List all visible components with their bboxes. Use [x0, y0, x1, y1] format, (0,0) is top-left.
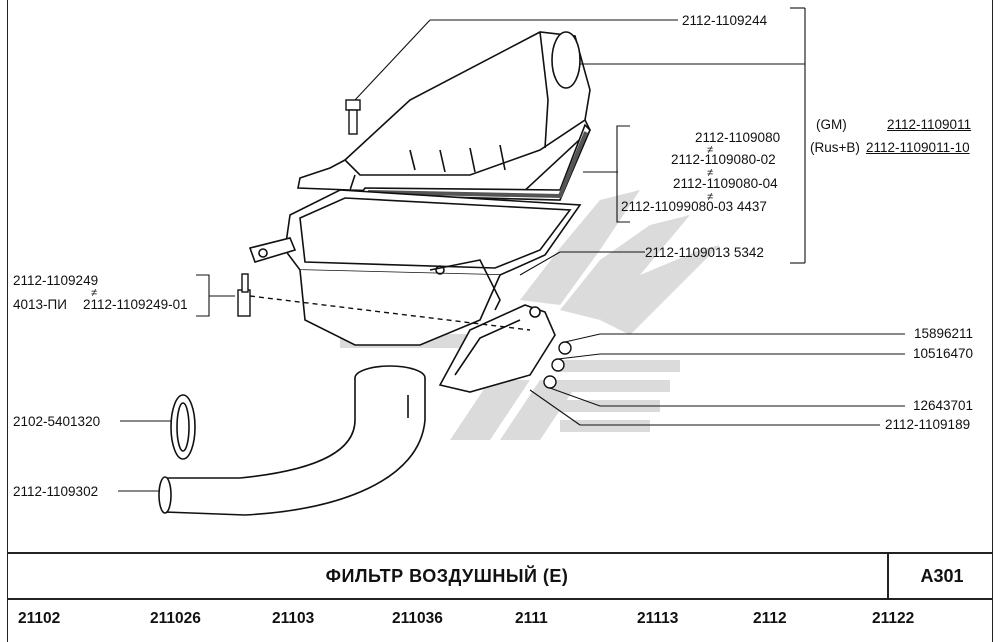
label-bolt-1: 2112-1109249 — [13, 273, 99, 288]
label-filter-2: 2112-1109080-02 — [671, 152, 776, 167]
model-number: 211036 — [392, 610, 443, 627]
not-equal-icon: ≠ — [707, 167, 714, 179]
label-12643701: 12643701 — [913, 398, 974, 413]
label-filter-4: 2112-11099080-03 4437 — [621, 199, 767, 214]
title-bar: ФИЛЬТР ВОЗДУШНЫЙ (Е) A301 — [7, 552, 993, 600]
filter-cover — [297, 31, 591, 196]
label-clamp: 2102-5401320 — [13, 414, 101, 429]
label-15896211: 15896211 — [914, 326, 974, 341]
model-number: 2112 — [753, 610, 787, 627]
model-number: 21122 — [872, 610, 915, 627]
model-number: 21113 — [637, 610, 679, 627]
model-number: 2111 — [515, 610, 548, 627]
label-bolt-2: 2112-1109249-01 — [83, 297, 188, 312]
model-number: 211026 — [150, 610, 201, 627]
label-filter-1: 2112-1109080 — [695, 130, 781, 145]
label-hose: 2112-1109302 — [13, 484, 99, 499]
model-number: 21102 — [18, 610, 61, 627]
not-equal-icon: ≠ — [707, 191, 714, 203]
label-2112-1109244: 2112-1109244 — [682, 13, 768, 28]
clamp-ring — [170, 394, 196, 460]
filter-housing — [248, 189, 582, 346]
intake-hose — [158, 365, 426, 516]
label-rusb-part: 2112-1109011-10 — [866, 140, 970, 155]
bolt-left — [237, 273, 531, 331]
sheet-code: A301 — [887, 554, 995, 598]
page-title: ФИЛЬТР ВОЗДУШНЫЙ (Е) — [325, 566, 569, 586]
sheet-frame — [7, 0, 993, 642]
leader-lines — [118, 7, 905, 492]
model-number: 21103 — [272, 610, 315, 627]
label-bolt-2-prefix: 4013-ПИ — [13, 297, 67, 312]
label-gm-tag: (GM) — [816, 117, 847, 132]
label-housing: 2112-1109013 5342 — [645, 245, 764, 260]
exploded-view-drawing — [118, 7, 905, 516]
bracket — [438, 304, 556, 393]
bolt-top — [345, 99, 361, 135]
label-rusb-tag: (Rus+B) — [810, 140, 860, 155]
label-2112-1109189: 2112-1109189 — [885, 417, 971, 432]
label-10516470: 10516470 — [913, 346, 974, 361]
not-equal-icon: ≠ — [91, 287, 98, 299]
label-filter-3: 2112-1109080-04 — [673, 176, 778, 191]
label-gm-part: 2112-1109011 — [887, 117, 972, 132]
not-equal-icon: ≠ — [707, 144, 714, 156]
